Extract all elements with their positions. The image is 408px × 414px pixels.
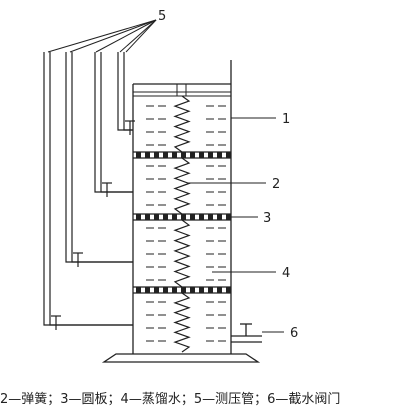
water-surface-lines <box>133 91 231 97</box>
spring <box>173 292 191 353</box>
leader-manometer-tubes <box>47 19 157 53</box>
leader-manometer-tubes <box>69 19 157 53</box>
callout-leaders <box>47 19 284 333</box>
manometer-tube-2 <box>94 52 133 197</box>
plate-2 <box>133 213 231 221</box>
leader-manometer-tubes <box>119 19 157 53</box>
plate-1 <box>133 151 231 159</box>
manometer-tube-4 <box>43 52 133 330</box>
callout-label-5: 5 <box>158 9 166 24</box>
distilled-water <box>146 105 226 342</box>
plate-3 <box>133 286 231 294</box>
cylinder <box>132 60 232 354</box>
callout-label-6: 6 <box>290 326 298 341</box>
springs <box>173 84 191 353</box>
manometer-tubes <box>43 52 135 330</box>
leader-manometer-tubes <box>95 19 157 53</box>
manometer-tube-1 <box>117 52 135 135</box>
shutoff-valve <box>231 323 262 343</box>
callout-labels: 1 2 3 4 5 6 <box>158 9 298 341</box>
callout-label-2: 2 <box>272 177 280 192</box>
leader-manometer-tubes <box>125 19 157 53</box>
callout-label-1: 1 <box>282 112 290 127</box>
figure-caption: 2—弹簧；3—圆板；4—蒸馏水；5—测压管；6—截水阀门 <box>0 392 341 407</box>
spring <box>173 95 191 153</box>
callout-label-3: 3 <box>263 211 271 226</box>
manometer-tube-3 <box>65 52 133 267</box>
spring <box>173 157 191 215</box>
base-plate <box>101 353 261 363</box>
spring <box>173 219 191 288</box>
callout-label-4: 4 <box>282 266 290 281</box>
